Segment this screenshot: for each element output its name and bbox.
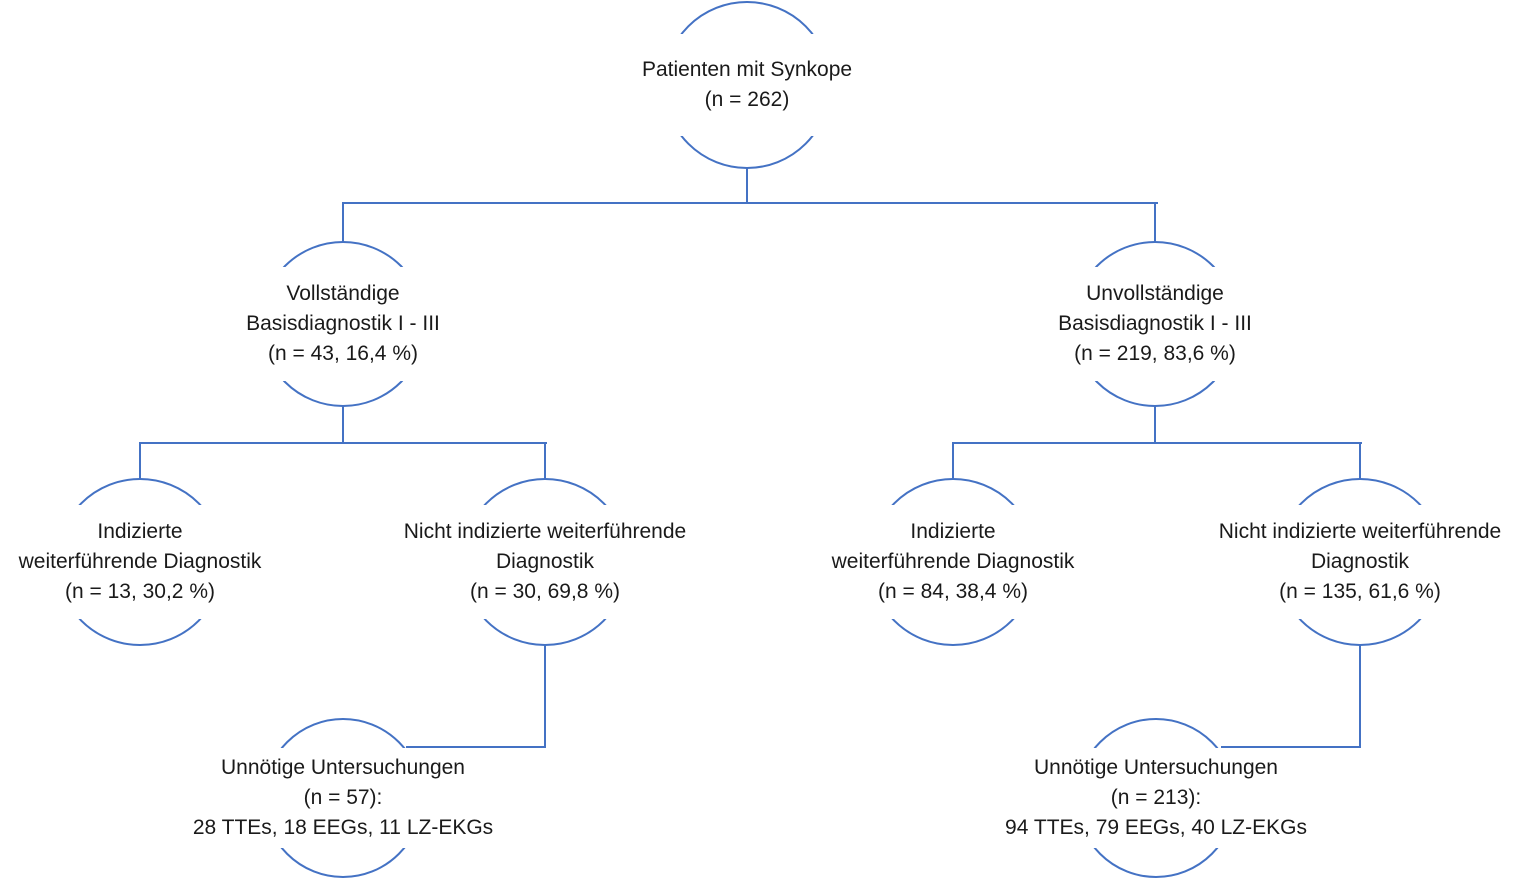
connector-drop-leaf-right-2: [1359, 442, 1361, 480]
node-line: Unnötige Untersuchungen: [220, 756, 465, 779]
node-line: Unnötige Untersuchungen: [1033, 756, 1278, 779]
node-line: Diagnostik: [495, 550, 595, 573]
node-line: Diagnostik: [1310, 550, 1410, 573]
connector-top-bar: [342, 202, 1158, 204]
connector-drop-branch-right: [1154, 202, 1156, 242]
node-count: (n = 84, 38,4 %): [877, 580, 1028, 603]
node-line: Nicht indizierte weiterführende: [1218, 520, 1502, 543]
node-count: (n = 219, 83,6 %): [1074, 342, 1236, 365]
node-right-not-indicated-diagnostics-label: Nicht indizierte weiterführende Diagnost…: [1182, 505, 1524, 619]
connector-right-bar: [952, 442, 1362, 444]
connector-branch-left-stem: [342, 406, 344, 444]
connector-elbow-right-horizontal: [1221, 746, 1361, 748]
node-line: Nicht indizierte weiterführende: [403, 520, 687, 543]
connector-left-bar: [139, 442, 547, 444]
connector-elbow-right-vertical: [1359, 644, 1361, 748]
node-line: weiterführende Diagnostik: [831, 550, 1075, 573]
node-root-count: (n = 262): [704, 88, 790, 111]
node-unnecessary-exams-left-label: Unnötige Untersuchungen (n = 57): 28 TTE…: [177, 748, 509, 848]
node-line: Basisdiagnostik I - III: [1058, 312, 1252, 335]
node-line: Vollständige: [286, 282, 400, 305]
node-left-indicated-diagnostics-label: Indizierte weiterführende Diagnostik (n …: [0, 505, 285, 619]
node-line: Unvollständige: [1086, 282, 1224, 305]
node-root-line: Patienten mit Synkope: [641, 58, 853, 81]
node-exam-breakdown: 94 TTEs, 79 EEGs, 40 LZ-EKGs: [1005, 816, 1307, 839]
node-right-indicated-diagnostics-label: Indizierte weiterführende Diagnostik (n …: [808, 505, 1098, 619]
node-exam-breakdown: 28 TTEs, 18 EEGs, 11 LZ-EKGs: [192, 816, 494, 839]
node-count: (n = 57):: [303, 786, 383, 809]
connector-drop-branch-left: [342, 202, 344, 242]
connector-drop-leaf-left-2: [544, 442, 546, 480]
node-unnecessary-exams-right-label: Unnötige Untersuchungen (n = 213): 94 TT…: [990, 748, 1322, 848]
node-incomplete-basic-diagnostics-label: Unvollständige Basisdiagnostik I - III (…: [1029, 267, 1281, 381]
node-complete-basic-diagnostics-label: Vollständige Basisdiagnostik I - III (n …: [222, 267, 464, 381]
node-root-label: Patienten mit Synkope (n = 262): [616, 34, 878, 136]
node-count: (n = 13, 30,2 %): [64, 580, 215, 603]
node-line: weiterführende Diagnostik: [18, 550, 262, 573]
node-count: (n = 213):: [1110, 786, 1202, 809]
node-count: (n = 43, 16,4 %): [267, 342, 418, 365]
node-count: (n = 135, 61,6 %): [1279, 580, 1441, 603]
connector-drop-leaf-right-1: [952, 442, 954, 480]
node-line: Indizierte: [97, 520, 183, 543]
connector-root-stem: [746, 167, 748, 203]
node-left-not-indicated-diagnostics-label: Nicht indizierte weiterführende Diagnost…: [367, 505, 723, 619]
connector-branch-right-stem: [1154, 406, 1156, 444]
node-count: (n = 30, 69,8 %): [469, 580, 620, 603]
node-line: Indizierte: [910, 520, 996, 543]
node-line: Basisdiagnostik I - III: [246, 312, 440, 335]
connector-elbow-left-horizontal: [406, 746, 546, 748]
connector-elbow-left-vertical: [544, 644, 546, 748]
connector-drop-leaf-left-1: [139, 442, 141, 480]
